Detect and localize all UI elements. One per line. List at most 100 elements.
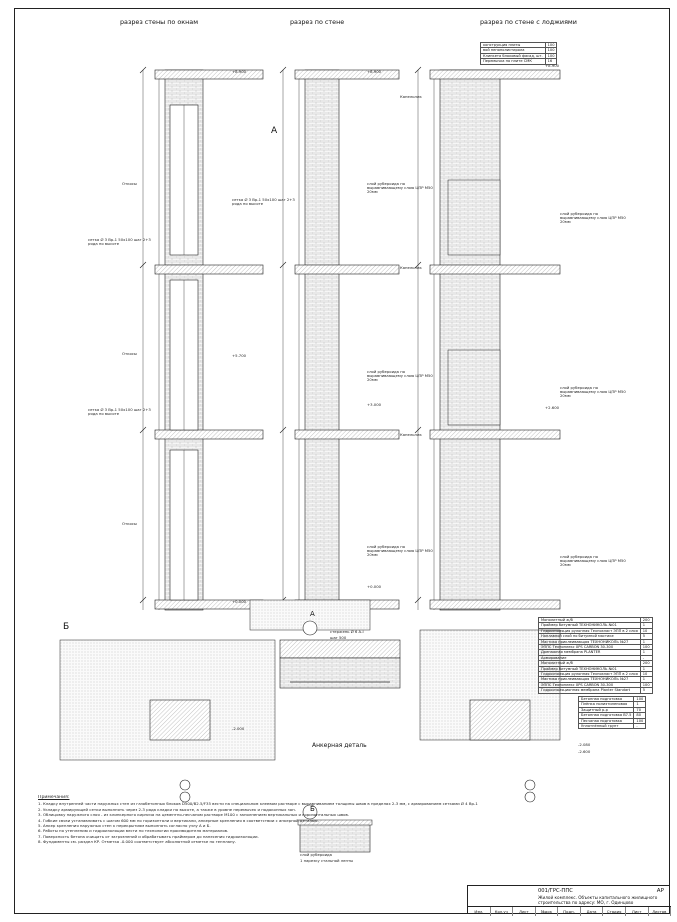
dim-tick-windows <box>139 261 147 269</box>
spec-wall-layer: ЭППС Техноплекс XPS CARBON 30-300 <box>538 681 641 689</box>
level-mid: +5.700 <box>232 353 247 358</box>
label-rubberoid-6: слой рубероида по выравнивающему слою ЦП… <box>560 554 626 568</box>
section-title-loggias: разрез по стене с лоджиями <box>480 18 577 26</box>
spec-floor-thickness: - <box>633 722 647 730</box>
spec-floor-thickness: 100 <box>633 717 647 725</box>
note-item: 6. Работы по утеплению и гидроизоляции в… <box>38 828 229 834</box>
spec-roof-row: Клинкета блоковый фасад, шт.100 <box>480 52 558 60</box>
notes-title: Примечания: <box>38 795 70 800</box>
note-item: 8. Фундаменты см. раздел КР. Отметка -0.… <box>38 839 237 845</box>
note-item: 1. Кладку внутренней части наружных стен… <box>38 801 478 807</box>
dim-tick-windows <box>139 596 147 604</box>
anchor-label-4: 1 нарезку стальной ленты <box>300 858 354 863</box>
spec-roof-thickness: 16 <box>544 58 558 65</box>
spec-wall-thickness: 200 <box>639 616 653 624</box>
label-rubberoid-5: слой рубероида по выравнивающему слою ЦП… <box>560 385 626 399</box>
spec-wall-layer: Гидроизоляция рулонная Техноэласт ЭПП в … <box>538 627 641 635</box>
anchor-label-1: стержень Ø 6 А-I <box>330 629 364 634</box>
label-otkos-3: Откосы <box>122 521 137 526</box>
label-rubberoid-3: слой рубероида по выравнивающему слою ЦП… <box>367 544 433 558</box>
level-loggia-m208: -2.080 <box>578 742 591 747</box>
label-mesh-2: сетка Ø 3 Вр-1 50х100 шаг 2+3 ряда по вы… <box>88 407 151 417</box>
stamp-cell: Подп. <box>558 907 581 916</box>
spec-wall-thickness: 5 <box>639 687 653 694</box>
axis-marker <box>524 791 536 803</box>
dim-tick-loggia <box>414 596 422 604</box>
detail-b-body <box>299 821 371 853</box>
spec-wall-layer: Гидроизоляция рулонная Техноэласт ЭПП в … <box>538 671 641 678</box>
spec-wall-thickness: 200 <box>639 660 653 667</box>
spec-floor-thickness: 80 <box>633 712 647 719</box>
axis-marker <box>179 779 191 791</box>
label-rubberoid-2: слой рубероида по выравнивающему слою ЦП… <box>367 369 433 383</box>
axis-marker <box>179 791 191 803</box>
floor-slab-wall <box>294 429 400 440</box>
floor-slab-windows <box>154 264 264 275</box>
spec-wall-row: Гидроизоляция рулонная Техноэласт ЭПП в … <box>538 627 653 635</box>
spec-floor-layer: Уплотнённый грунт <box>577 722 635 730</box>
wall-loggia <box>439 69 501 611</box>
sheet-mark: АР <box>656 888 664 894</box>
spec-wall-layer: Мастика приклеивающая ТЕХНОНИКОЛЬ №27 <box>538 638 641 646</box>
spec-wall-row: Гидроизоляция рулонная Техноэласт ЭПП в … <box>538 671 653 678</box>
callout-a-detail: А <box>310 610 315 618</box>
label-mesh-1: сетка Ø 3 Вр-1 50х100 шаг 2+3 ряда по вы… <box>88 237 151 247</box>
floor-slab-windows <box>154 599 264 610</box>
spec-roof-layer: конструкция плиты <box>480 41 546 49</box>
note-item: 3. Облицовку наружного слоя - из клинкер… <box>38 812 350 818</box>
spec-floor-layer: Защитный р-р <box>577 706 635 714</box>
stamp-cell: Кол.уч <box>491 907 514 916</box>
detail-marker-b <box>302 804 318 820</box>
dim-tick-windows <box>139 426 147 434</box>
label-kapelnik-3: Капельник <box>400 432 422 437</box>
detail-marker-a <box>302 620 318 636</box>
spec-wall-layer: Мастика приклеивающая ТЕХНОНИКОЛЬ №27 <box>538 676 641 683</box>
label-kapelnik-2: Капельник <box>400 265 422 270</box>
stamp-cell: Стадия <box>603 907 626 916</box>
level-wall-3: +3.000 <box>367 402 382 407</box>
notes-block: Примечания: 1. Кладку внутренней части н… <box>38 795 478 845</box>
note-item: 5. Анкер крепления наружных стен к перек… <box>38 823 211 829</box>
callout-a: А <box>271 126 278 136</box>
dim-tick-windows <box>139 66 147 74</box>
label-mesh-3: сетка Ø 3 Вр-1 50х100 шаг 2+3 ряда по вы… <box>232 197 295 207</box>
callout-b-detail: Б <box>310 805 315 813</box>
callout-b: Б <box>63 622 70 632</box>
dim-tick-loggia <box>414 426 422 434</box>
spec-wall-row: Гидроизоляционная мембрана Planter Stand… <box>538 687 653 694</box>
level-minus-2: -2.000 <box>232 726 245 731</box>
title-block: 001/ГРС-ППС АР Жилой комплекс. Объекты к… <box>467 885 672 916</box>
spec-wall-layer: Праймер битумный ТЕХНОНИКОЛЬ №01 <box>538 665 641 673</box>
level-loggia-m26: -2.600 <box>578 749 591 754</box>
note-item: 2. Укладку армирующей сетки выполнять че… <box>38 806 296 812</box>
floor-slab-windows <box>154 429 264 440</box>
spec-floor-thickness: 70 <box>633 706 647 714</box>
spec-wall-thickness: 10 <box>639 671 653 678</box>
floor-slab-loggia <box>429 429 561 440</box>
drawing-code: 001/ГРС-ППС <box>538 888 573 894</box>
label-rubberoid-1: слой рубероида по выравнивающему слою ЦП… <box>367 181 433 195</box>
axis-marker <box>524 779 536 791</box>
dim-tick-wall <box>279 261 287 269</box>
level-top-wall: +8.900 <box>367 69 382 74</box>
object-name: Жилой комплекс. Объекты капитального жил… <box>538 895 658 905</box>
label-rubberoid-4: слой рубероида по выравнивающему слою ЦП… <box>560 211 626 225</box>
floor-slab-loggia <box>429 599 561 610</box>
level-top: +8.900 <box>232 69 247 74</box>
anchor-label-3: слой рубероида <box>300 852 332 857</box>
spec-wall-layer: ЭППС Техноплекс XPS CARBON 30-300 <box>538 643 641 651</box>
anchor-detail-title: Анкерная деталь <box>312 742 367 749</box>
dim-tick-wall <box>279 426 287 434</box>
spec-roof-thickness: 100 <box>544 52 558 60</box>
detail-b-cap <box>297 819 373 826</box>
